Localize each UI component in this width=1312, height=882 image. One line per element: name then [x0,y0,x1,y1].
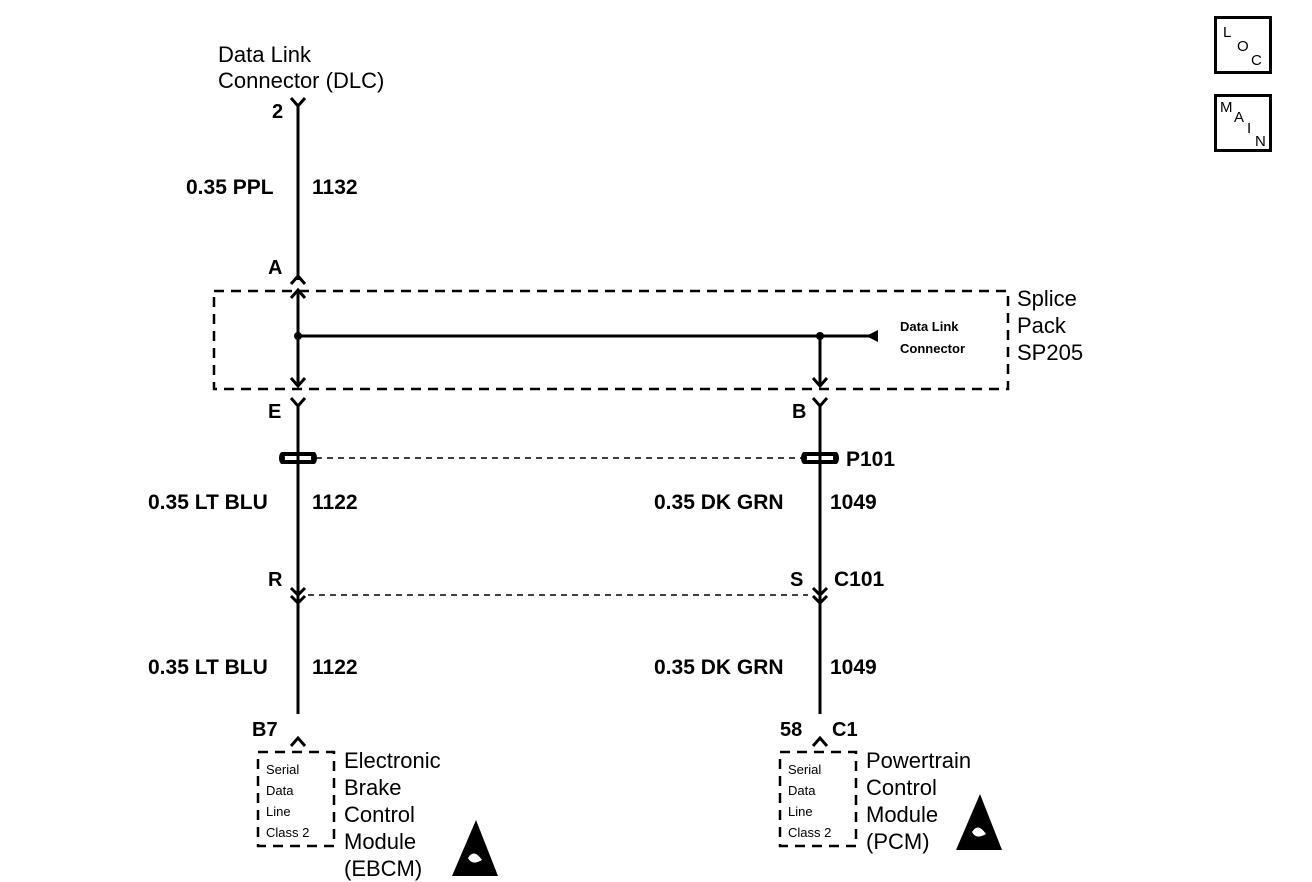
c101-right-symbol [811,586,829,606]
pin-a-symbol [289,273,307,285]
ebcm-inner-4: Class 2 [266,825,309,840]
wire-right-lower-gauge: 0.35 DK GRN [654,656,784,679]
ebcm-inner-2: Data [266,783,294,798]
splice-pack-box [212,289,1010,391]
pcm-inner-1: Serial [788,762,821,777]
wire-right-upper-gauge: 0.35 DK GRN [654,491,784,514]
wire-1132-gauge: 0.35 PPL [186,176,274,199]
c101-pin-s: S [790,569,803,591]
dlc-arrow-icon [866,330,878,342]
pcm-pin-symbol [811,735,829,747]
pcm-connector: C1 [832,719,858,741]
splice-dlc-line2: Connector [900,341,965,356]
splice-node-left [294,332,302,340]
esd-warning-icon [452,820,498,876]
loc-letter-l: L [1223,24,1232,41]
main-letter-i: I [1247,120,1252,137]
pcm-inner-2: Data [788,783,816,798]
dlc-name-line1: Data Link [218,42,312,67]
pcm-name-1: Powertrain [866,748,971,773]
ebcm-inner-3: Line [266,804,291,819]
wire-left-upper-gauge: 0.35 LT BLU [148,491,268,514]
wire-right-lower-circuit: 1049 [830,656,877,679]
wire-left-upper-circuit: 1122 [312,491,358,514]
splice-exit-right-arrow [811,377,829,389]
ebcm-name-1: Electronic [344,748,441,773]
ebcm-pin-symbol [289,735,307,747]
wire-left-lower-circuit: 1122 [312,656,358,679]
splice-exit-left-arrow [289,377,307,389]
ebcm-name-3: Control [344,802,415,827]
pcm-pin: 58 [780,719,802,741]
ebcm-name-4: Module [344,829,416,854]
splice-pin-b: B [792,401,806,423]
splice-pack-name-line2: Pack [1017,313,1067,338]
ebcm-name-2: Brake [344,775,401,800]
ebcm-inner-1: Serial [266,762,299,777]
loc-letter-c: C [1251,52,1262,69]
splice-dlc-line1: Data Link [900,319,959,334]
pcm-name-4: (PCM) [866,829,930,854]
main-button[interactable]: M A I N [1214,94,1272,152]
p101-right-grommet [801,452,839,464]
pcm-module-box [778,750,858,848]
main-letter-n: N [1255,133,1266,150]
wire-1132-circuit: 1132 [312,176,358,199]
dlc-pin: 2 [272,101,283,123]
ebcm-pin: B7 [252,719,278,741]
c101-pin-r: R [268,569,283,591]
wire-left-lower-gauge: 0.35 LT BLU [148,656,268,679]
splice-pin-a: A [268,257,282,279]
esd-warning-icon [956,794,1002,850]
dlc-name-line2: Connector (DLC) [218,68,384,93]
main-letter-m: M [1220,99,1233,116]
ebcm-module-box [256,750,336,848]
splice-pack-name-line3: SP205 [1017,340,1083,365]
p101-label: P101 [846,448,895,471]
splice-pack-name-line1: Splice [1017,286,1077,311]
splice-pin-e: E [268,401,281,423]
loc-letter-o: O [1237,38,1249,55]
pcm-inner-3: Line [788,804,813,819]
ebcm-name-5: (EBCM) [344,856,422,881]
loc-button[interactable]: L O C [1214,16,1272,74]
pcm-name-2: Control [866,775,937,800]
pcm-inner-4: Class 2 [788,825,831,840]
c101-label: C101 [834,568,885,591]
c101-left-symbol [289,586,307,606]
wire-right-upper-circuit: 1049 [830,491,877,514]
main-letter-a: A [1234,109,1245,126]
pcm-name-3: Module [866,802,938,827]
p101-left-grommet [279,452,317,464]
